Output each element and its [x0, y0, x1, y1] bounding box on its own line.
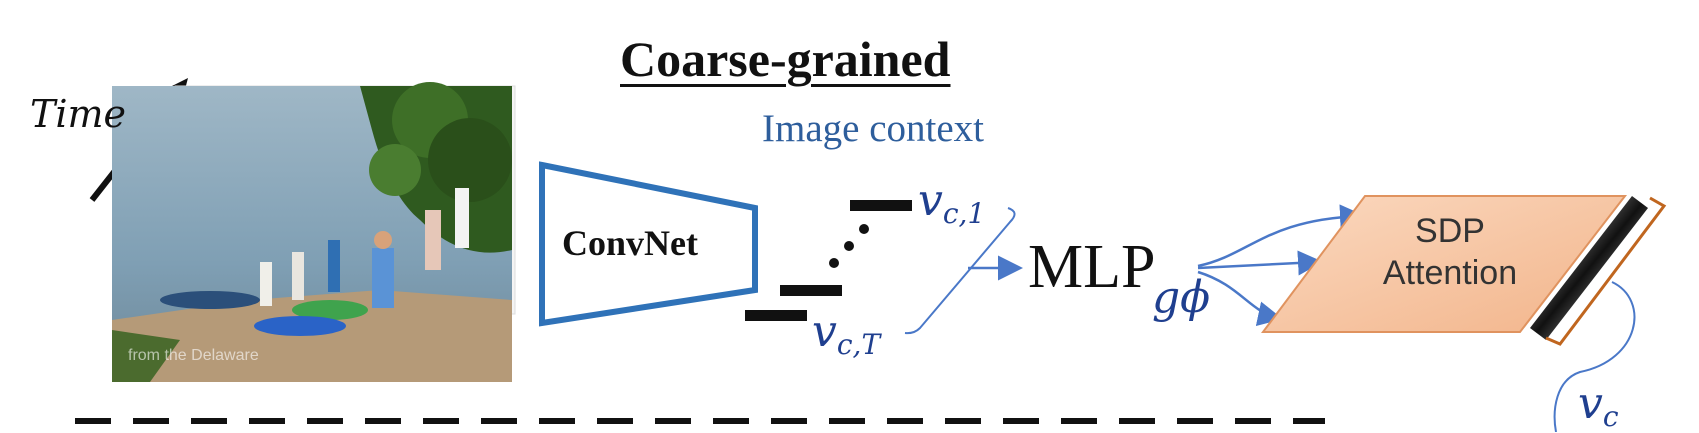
video-frame-stack: from the Delaware [112, 82, 516, 382]
vector-brace [904, 207, 1023, 335]
attention-output-bar [1530, 196, 1648, 340]
attention-line-1: SDP [1415, 212, 1485, 250]
mlp-label: MLP [1028, 233, 1156, 301]
mlp-subscript: gϕ [1152, 272, 1211, 323]
convnet-block [539, 161, 758, 327]
feature-bar-second-last [780, 285, 842, 296]
feature-bar-first [850, 200, 912, 211]
vector-last-subscript: c,T [836, 328, 881, 361]
vector-first-subscript: c,1 [942, 197, 986, 230]
vector-first-label: vc,1 [918, 175, 985, 230]
vector-first-symbol: v [918, 175, 943, 226]
attention-line-2: Attention [1382, 254, 1518, 292]
output-bracket [1545, 196, 1667, 346]
feature-bar-last [745, 310, 807, 321]
output-vector-subscript: c [1602, 400, 1619, 433]
sdp-attention-block [1261, 195, 1628, 333]
time-label: Time [30, 92, 127, 136]
convnet-label: ConvNet [562, 223, 698, 263]
feature-vectors [745, 200, 912, 321]
photo-watermark: from the Delaware [128, 347, 259, 364]
section-title: Coarse-grained [620, 31, 951, 87]
output-vector-label: vc [1578, 378, 1619, 433]
mlp-output-arrows [1197, 204, 1365, 327]
image-context-label: Image context [762, 107, 984, 150]
output-vector-symbol: v [1578, 378, 1603, 429]
video-frame-front: from the Delaware [112, 82, 512, 382]
sdp-attention-label: SDP Attention [1330, 210, 1570, 294]
output-connector [1553, 281, 1636, 432]
vector-last-symbol: v [812, 306, 837, 357]
vector-last-label: vc,T [812, 306, 880, 361]
